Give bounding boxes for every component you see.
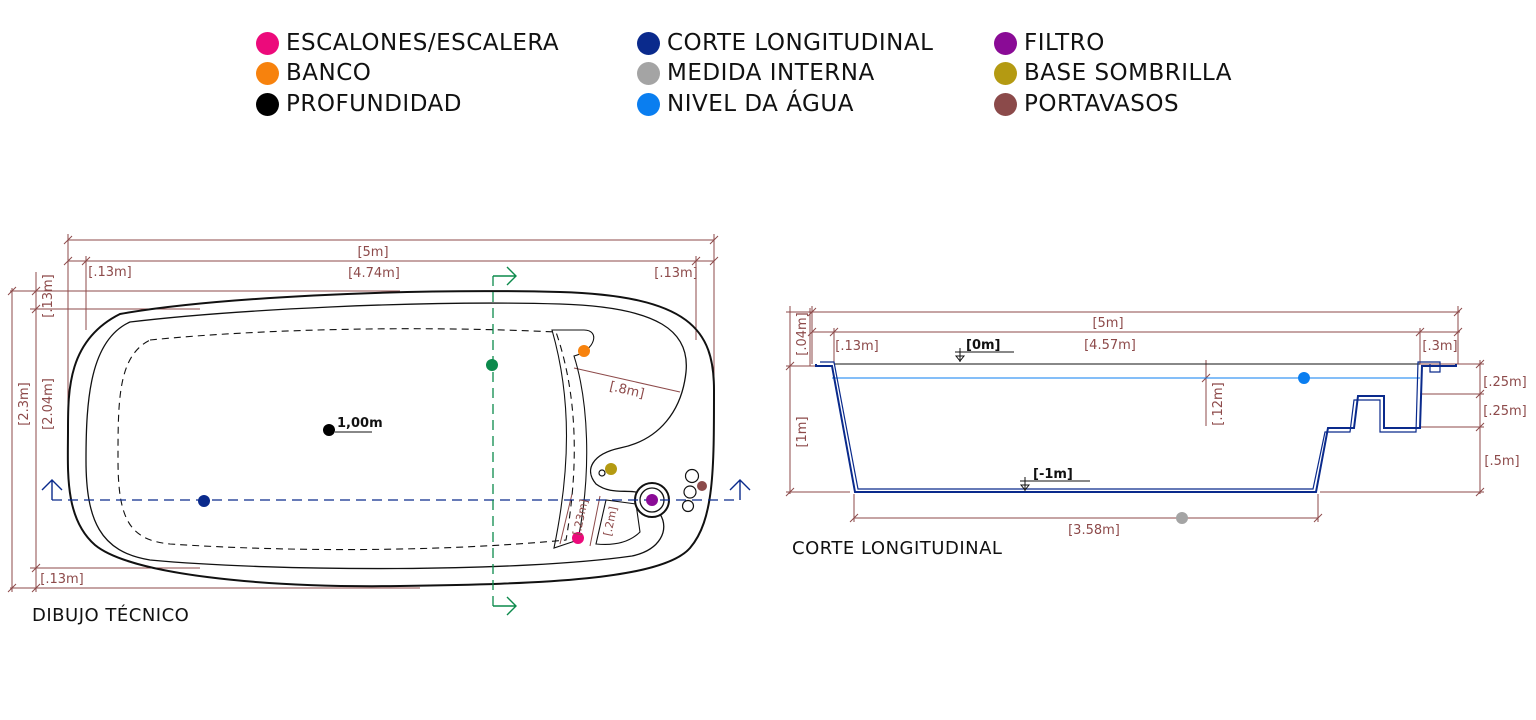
corte-dot-icon [637,31,660,55]
legend-label: BASE SOMBRILLA [1024,60,1232,86]
cup-holder-icon [684,468,700,484]
portavasos-dot-icon [994,92,1017,116]
profundidad-marker-dot [323,424,335,436]
plan-caption: DIBUJO TÉCNICO [32,605,190,626]
legend: ESCALONES/ESCALERA BANCO PROFUNDIDAD COR… [256,28,1276,120]
level-top-label: [0m] [966,338,1000,353]
plan-total-length: [5m] [357,245,388,260]
escalones-marker-dot [572,532,584,544]
legend-item-medida: MEDIDA INTERNA [637,58,875,88]
plan-inner-width: [2.04m] [41,378,56,430]
section-total-length: [5m] [1092,316,1123,331]
plan-border-left: [.13m] [88,265,131,280]
legend-label: PROFUNDIDAD [286,91,462,117]
plan-inner-length: [4.74m] [348,266,400,281]
legend-label: ESCALONES/ESCALERA [286,30,560,56]
corte-marker-dot [198,495,210,507]
profundidad-dot-icon [256,92,279,116]
legend-item-escalones: ESCALONES/ESCALERA [256,28,559,58]
transverse-arrow-icon [493,596,517,616]
sombrilla-dot-icon [994,61,1017,85]
legend-label: CORTE LONGITUDINAL [667,30,934,56]
plan-step1: [.23m] [570,498,590,537]
legend-label: PORTAVASOS [1024,91,1180,117]
legend-item-corte: CORTE LONGITUDINAL [637,28,933,58]
banco-dot-icon [256,61,279,85]
sombrilla-marker-dot [605,463,617,475]
legend-item-filtro: FILTRO [994,28,1105,58]
cup-holder-icon [681,499,695,513]
legend-item-profundidad: PROFUNDIDAD [256,89,462,119]
section-inner-length: [4.57m] [1084,338,1136,353]
section-arrow-icon [41,479,63,500]
level-marker-icon [954,348,1014,362]
nivel-dot-icon [637,92,660,116]
plan-step2: [.2m] [601,505,620,537]
medida-marker-dot [1176,512,1188,524]
plan-total-width: [2.3m] [17,382,32,425]
section-dimension-lines [785,306,1485,523]
pool-section-inner [820,361,1441,490]
pool-inner-outline [85,302,687,570]
umbrella-ring-icon [598,469,606,477]
medida-dot-icon [637,61,660,85]
legend-item-nivel: NIVEL DA ÁGUA [637,89,854,119]
filtro-marker-dot [646,494,658,506]
legend-item-portavasos: PORTAVASOS [994,89,1179,119]
section-view: [5m] [4.57m] [.13m] [.3m] [.04m] [1m] [.… [785,306,1527,538]
plan-border-bottom: [.13m] [40,572,83,587]
section-caption: CORTE LONGITUDINAL [792,538,1003,559]
plan-dimension-lines [7,234,719,593]
plan-border-top: [.13m] [41,274,56,317]
depth-label: 1,00m [337,416,383,431]
section-step-a: [.25m] [1483,375,1526,390]
section-border-left: [.13m] [835,339,878,354]
level-bottom-label: [-1m] [1033,467,1073,482]
section-arrow-icon [729,479,751,500]
escalones-dot-icon [256,31,279,55]
section-floor-length: [3.58m] [1068,523,1120,538]
transverse-arrow-icon [493,266,517,286]
cup-holder-icon [683,485,697,499]
legend-label: NIVEL DA ÁGUA [667,91,854,117]
section-step-c: [.5m] [1484,454,1519,469]
bench-shape [551,329,595,549]
steps-shape [595,499,641,546]
nivel-marker-dot [1298,372,1310,384]
portavasos-marker-dot [697,481,707,491]
legend-label: FILTRO [1024,30,1105,56]
pool-section-outer [815,364,1457,493]
plan-view: [5m] [4.74m] [.13m] [.13m] [.13m] [.13m]… [7,234,751,616]
legend-label: MEDIDA INTERNA [667,60,875,86]
filtro-dot-icon [994,31,1017,55]
section-step-b: [.25m] [1483,404,1526,419]
water-line [117,328,575,551]
legend-label: BANCO [286,60,372,86]
legend-item-sombrilla: BASE SOMBRILLA [994,58,1232,88]
section-water-gap: [.12m] [1211,382,1226,425]
section-depth: [1m] [795,416,810,447]
plan-border-right: [.13m] [654,266,697,281]
level-marker-icon [1019,477,1090,491]
pool-outer-outline [66,290,716,588]
banco-marker-dot [578,345,590,357]
legend-item-banco: BANCO [256,58,371,88]
transverse-marker-dot [486,359,498,371]
section-border-right: [.3m] [1422,339,1457,354]
section-rim: [.04m] [795,312,810,355]
